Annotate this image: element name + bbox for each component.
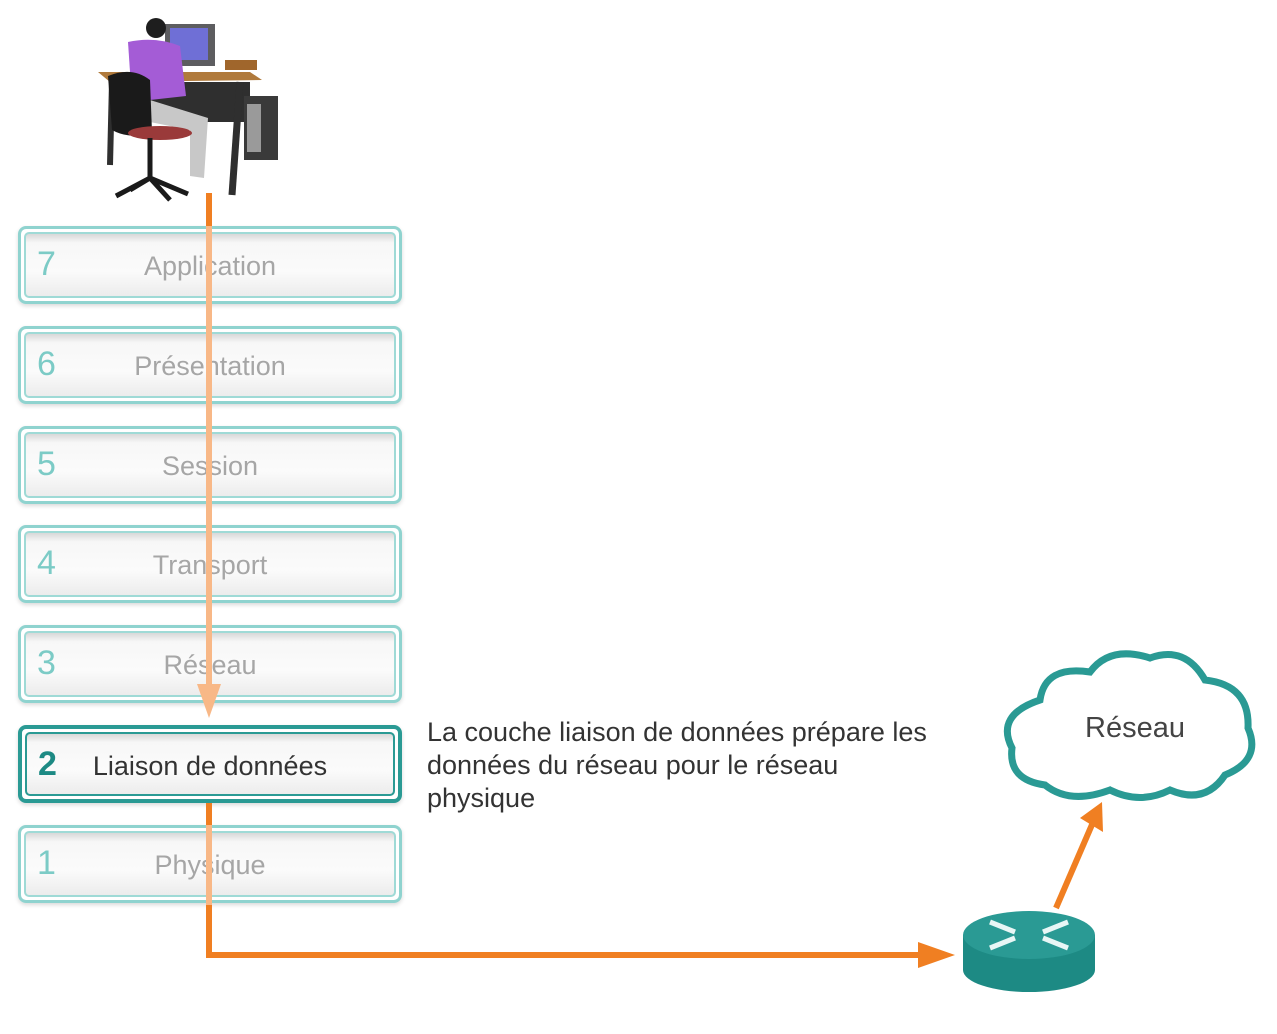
flow-line-up: [1053, 818, 1097, 910]
layer-number: 1: [37, 844, 56, 882]
flow-arrowhead-down: [197, 684, 221, 718]
network-cloud-icon: [1004, 650, 1256, 801]
layer-number: 6: [37, 345, 56, 383]
flow-line-bottom: [206, 905, 930, 958]
layer-number: 2: [38, 745, 57, 783]
flow-arrowhead-up: [1080, 802, 1103, 832]
layer-name: Liaison de données: [92, 751, 328, 781]
router-icon: [963, 911, 1095, 992]
flow-arrowhead-right: [918, 942, 955, 968]
cloud-label: Réseau: [1085, 712, 1185, 744]
layer-number: 4: [37, 544, 56, 582]
layer-number: 5: [37, 445, 56, 483]
layer-number: 3: [37, 644, 56, 682]
layer-number: 7: [37, 245, 56, 283]
layer-2-data-link[interactable]: 2 Liaison de données: [18, 725, 402, 803]
layer-description: La couche liaison de données prépare les…: [427, 717, 927, 813]
